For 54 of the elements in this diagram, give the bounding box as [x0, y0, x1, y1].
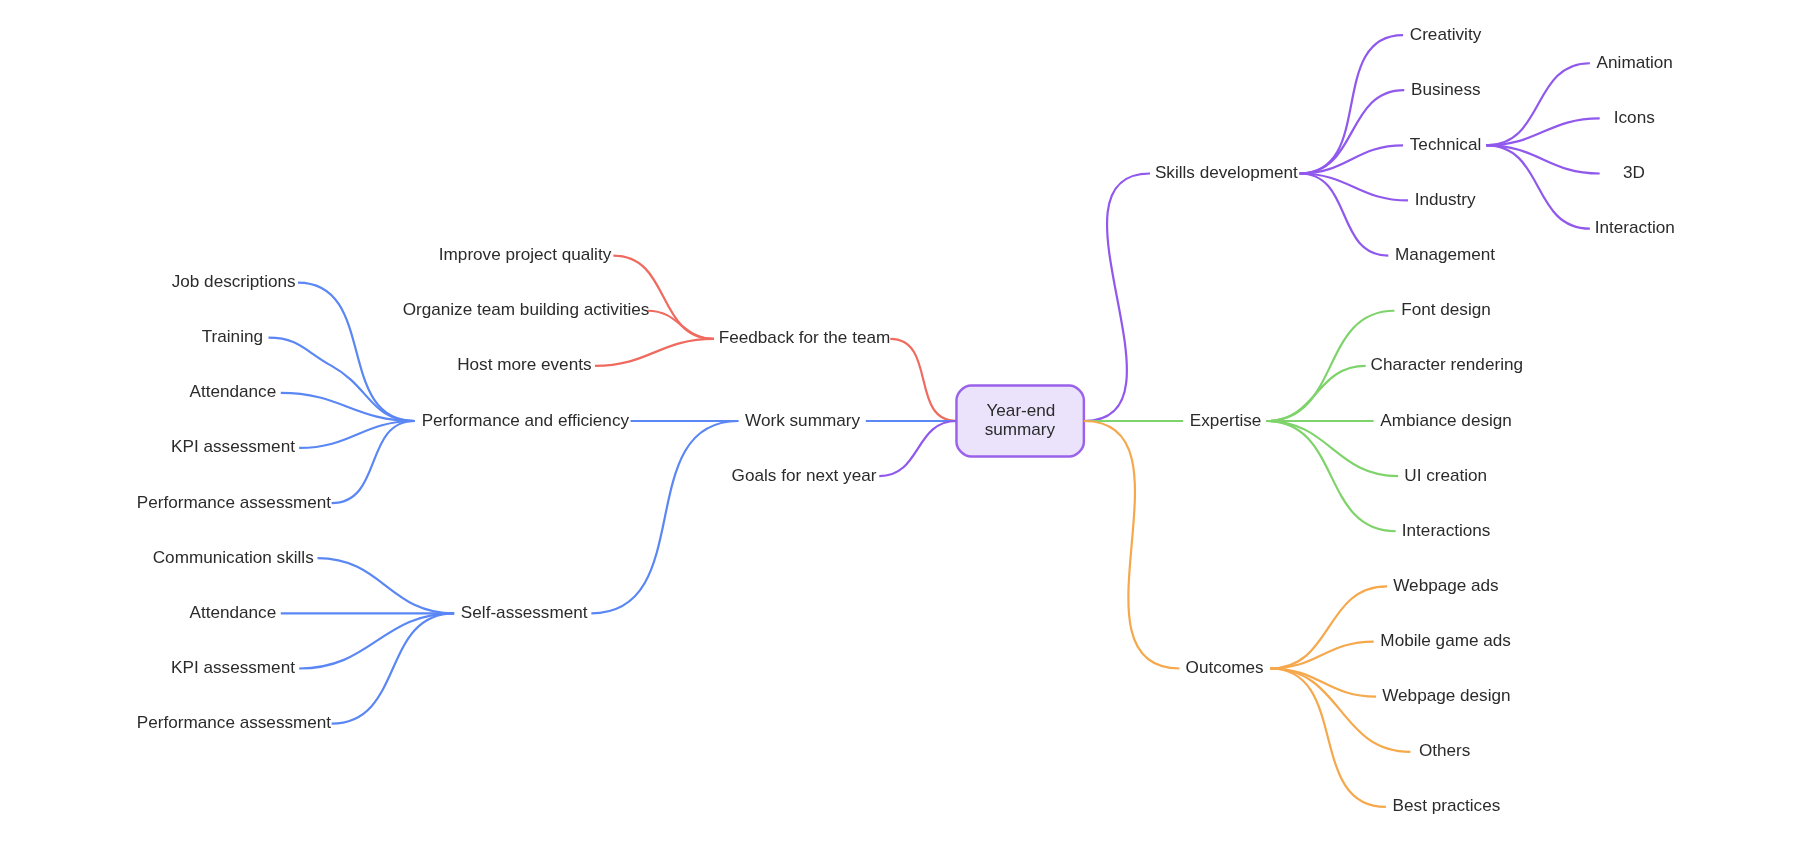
connector — [591, 419, 739, 615]
node-text: Font design — [1401, 299, 1491, 320]
node-text: KPI assessment — [171, 436, 295, 457]
connector — [1299, 89, 1405, 175]
connector — [1270, 667, 1411, 753]
node-text: Technical — [1409, 133, 1482, 154]
node-text: Performance and efficiency — [421, 409, 630, 430]
connector — [1486, 144, 1591, 230]
node-text: Job descriptions — [171, 271, 296, 292]
node-text: Attendance — [189, 601, 277, 622]
node-text: Mobile game ads — [1380, 630, 1511, 651]
node-text: UI creation — [1404, 464, 1488, 485]
connector — [595, 337, 714, 367]
node-text: Feedback for the team — [718, 327, 891, 348]
node-text: Work summary — [745, 409, 861, 430]
node-text: Interaction — [1594, 217, 1675, 238]
connector — [1266, 419, 1396, 533]
connector — [1269, 667, 1387, 809]
node-text: Host more events — [457, 354, 592, 375]
node-text: Training — [201, 326, 264, 347]
node-text: Performance assessment — [136, 491, 332, 512]
node-text: Self-assessment — [460, 601, 588, 622]
connector — [1299, 33, 1404, 175]
node-text: Performance assessment — [136, 712, 332, 733]
node-text: Creativity — [1409, 23, 1482, 44]
connector — [1083, 419, 1180, 670]
node-text: Attendance — [189, 381, 277, 402]
node-text: Icons — [1613, 106, 1655, 127]
connector — [1299, 144, 1404, 175]
node-text: Expertise — [1189, 409, 1262, 430]
node-text: Goals for next year — [731, 464, 877, 485]
node-text: Organize team building activities — [402, 299, 650, 320]
node-text: Communication skills — [152, 546, 314, 567]
node-text: Management — [1395, 244, 1496, 265]
node-text: Character rendering — [1370, 354, 1524, 375]
node-text: KPI assessment — [171, 657, 295, 678]
node-text: Animation — [1596, 51, 1673, 72]
connector — [331, 612, 455, 725]
node-text: Industry — [1414, 189, 1476, 209]
node-text: Ambiance design — [1380, 409, 1512, 430]
node-text: Interactions — [1401, 519, 1491, 540]
node-text: Improve project quality — [438, 244, 612, 265]
node-text: Webpage design — [1382, 685, 1511, 706]
node-text: Outcomes — [1185, 657, 1264, 678]
connector — [331, 419, 416, 505]
connector — [1299, 172, 1389, 257]
node-text: 3D — [1622, 162, 1645, 183]
node-text: Best practices — [1392, 795, 1501, 816]
node-box: Year-end summary — [955, 384, 1086, 458]
node-text: Skills development — [1154, 162, 1298, 183]
node-text: Business — [1411, 78, 1481, 99]
node-text: Others — [1418, 740, 1471, 761]
node-text: Webpage ads — [1393, 574, 1499, 595]
connector — [879, 419, 957, 478]
